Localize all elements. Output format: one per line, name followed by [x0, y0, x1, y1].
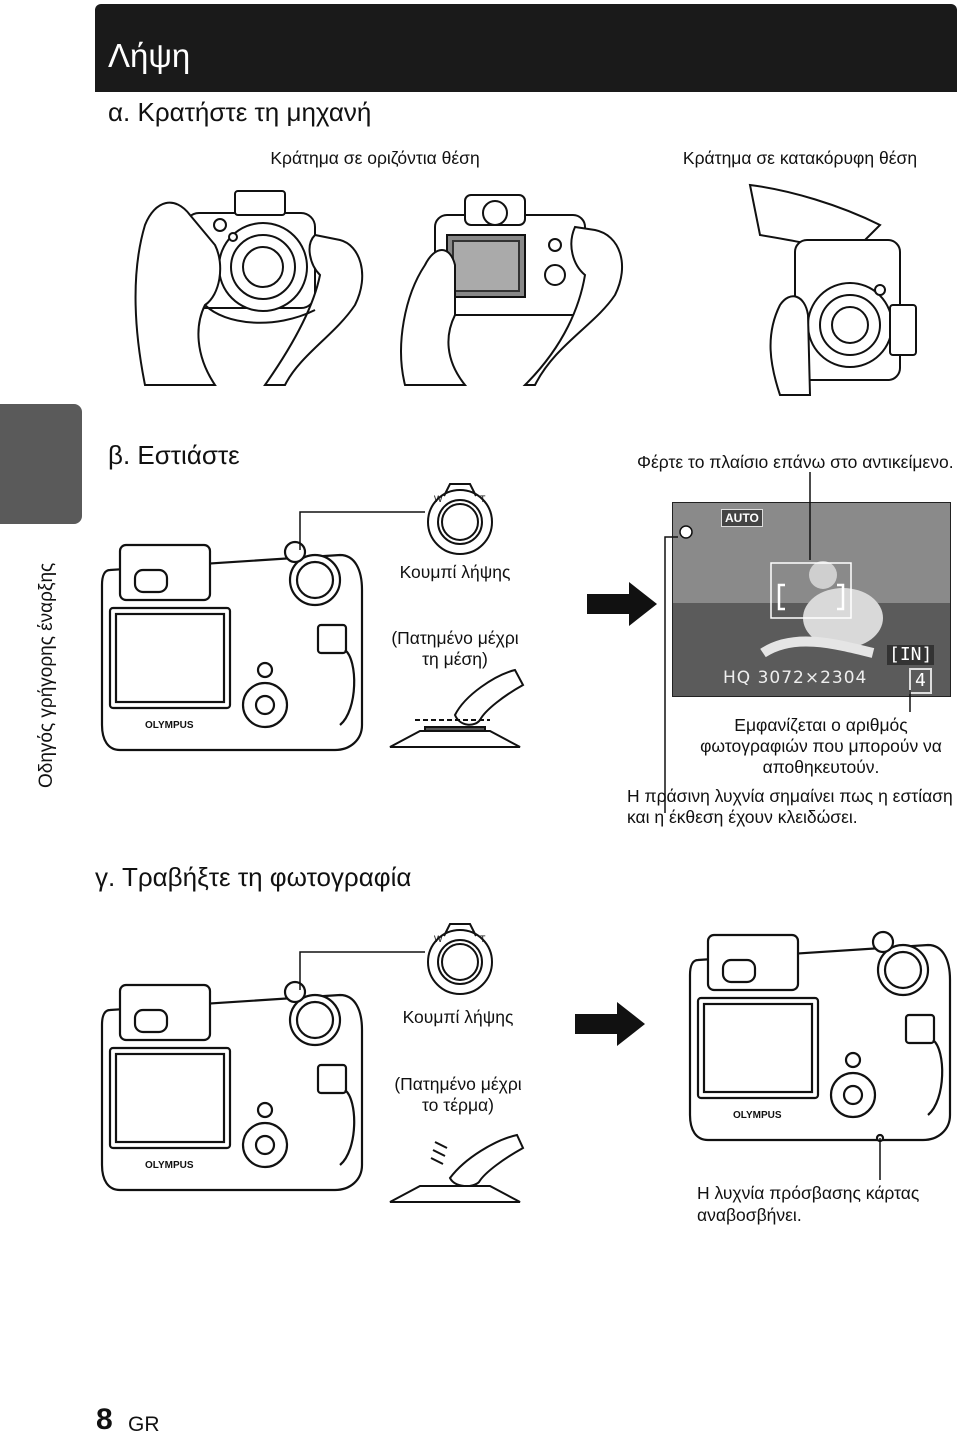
- leader-line-frame: [809, 472, 811, 560]
- side-tab-label: Οδηγός γρήγορης έναρξης: [36, 562, 57, 788]
- svg-text:T: T: [480, 934, 486, 944]
- svg-text:T: T: [480, 494, 486, 504]
- lcd-preview-screen: AUTO [IN] HQ 3072×2304 4: [672, 502, 951, 697]
- caption-horizontal: Κράτημα σε οριζόντια θέση: [270, 148, 480, 168]
- arrow-right-icon: [575, 1002, 645, 1046]
- remaining-shots-count: 4: [909, 668, 932, 694]
- leader-line-shutter-b: [299, 511, 425, 550]
- hands-holding-camera-front-illustration: [134, 190, 364, 386]
- section-c-title: γ. Τραβήξτε τη φωτογραφία: [95, 862, 412, 892]
- finger-full-press-illustration: [389, 1133, 525, 1203]
- shutter-label-b: Κουμπί λήψης: [399, 562, 511, 582]
- side-tab: [0, 404, 82, 524]
- count-caption-line2: φωτογραφιών που μπορούν να: [700, 736, 942, 756]
- page-number: 8: [96, 1403, 113, 1436]
- image-quality-readout: HQ 3072×2304: [723, 668, 868, 688]
- shutter-zoom-lever-icon: W T: [427, 483, 493, 555]
- header-bar: [95, 4, 957, 92]
- page-title: Λήψη: [108, 37, 191, 74]
- camera-brand-label: OLYMPUS: [145, 1160, 194, 1171]
- camera-back-illustration: OLYMPUS: [100, 540, 364, 752]
- leader-line-card-lamp: [879, 1138, 881, 1180]
- arrow-right-icon: [587, 582, 657, 626]
- camera-back-illustration: OLYMPUS: [100, 980, 364, 1192]
- internal-memory-indicator: [IN]: [887, 644, 935, 665]
- camera-back-card-lamp-illustration: OLYMPUS: [688, 930, 952, 1143]
- page-language: GR: [128, 1413, 160, 1436]
- lamp-caption-line2: και η έκθεση έχουν κλειδώσει.: [627, 807, 858, 827]
- auto-mode-badge: AUTO: [721, 509, 763, 527]
- svg-text:W: W: [434, 934, 443, 944]
- svg-text:W: W: [434, 494, 443, 504]
- card-caption-line1: Η λυχνία πρόσβασης κάρτας: [697, 1183, 920, 1203]
- half-press-line1: (Πατημένο μέχρι: [391, 628, 519, 648]
- section-a-title: α. Κρατήστε τη μηχανή: [108, 97, 372, 127]
- hands-holding-camera-vertical-illustration: [748, 183, 917, 396]
- leader-line-count: [909, 690, 911, 712]
- camera-brand-label: OLYMPUS: [733, 1110, 782, 1121]
- lcd-photo-illustration: [673, 503, 950, 696]
- half-press-line2: τη μέση): [422, 649, 488, 669]
- leader-line-shutter-c: [299, 951, 425, 990]
- count-caption-line3: αποθηκευτούν.: [762, 757, 880, 777]
- lamp-caption-line1: Η πράσινη λυχνία σημαίνει πως η εστίαση: [627, 786, 953, 806]
- count-caption-line1: Εμφανίζεται ο αριθμός: [734, 715, 908, 735]
- finger-half-press-illustration: [389, 668, 525, 748]
- shutter-label-c: Κουμπί λήψης: [402, 1007, 514, 1027]
- card-caption-line2: αναβοσβήνει.: [697, 1205, 802, 1225]
- camera-brand-label: OLYMPUS: [145, 720, 194, 731]
- frame-caption: Φέρτε το πλαίσιο επάνω στο αντικείμενο.: [637, 452, 954, 472]
- section-b-title: β. Εστιάστε: [108, 440, 240, 470]
- leader-line-lamp: [664, 536, 678, 813]
- full-press-line2: το τέρμα): [422, 1095, 494, 1115]
- hands-holding-camera-back-illustration: [400, 194, 624, 386]
- full-press-line1: (Πατημένο μέχρι: [394, 1074, 522, 1094]
- caption-vertical: Κράτημα σε κατακόρυφη θέση: [682, 148, 918, 168]
- shutter-zoom-lever-icon: W T: [427, 923, 493, 995]
- green-lamp-icon: [679, 525, 693, 539]
